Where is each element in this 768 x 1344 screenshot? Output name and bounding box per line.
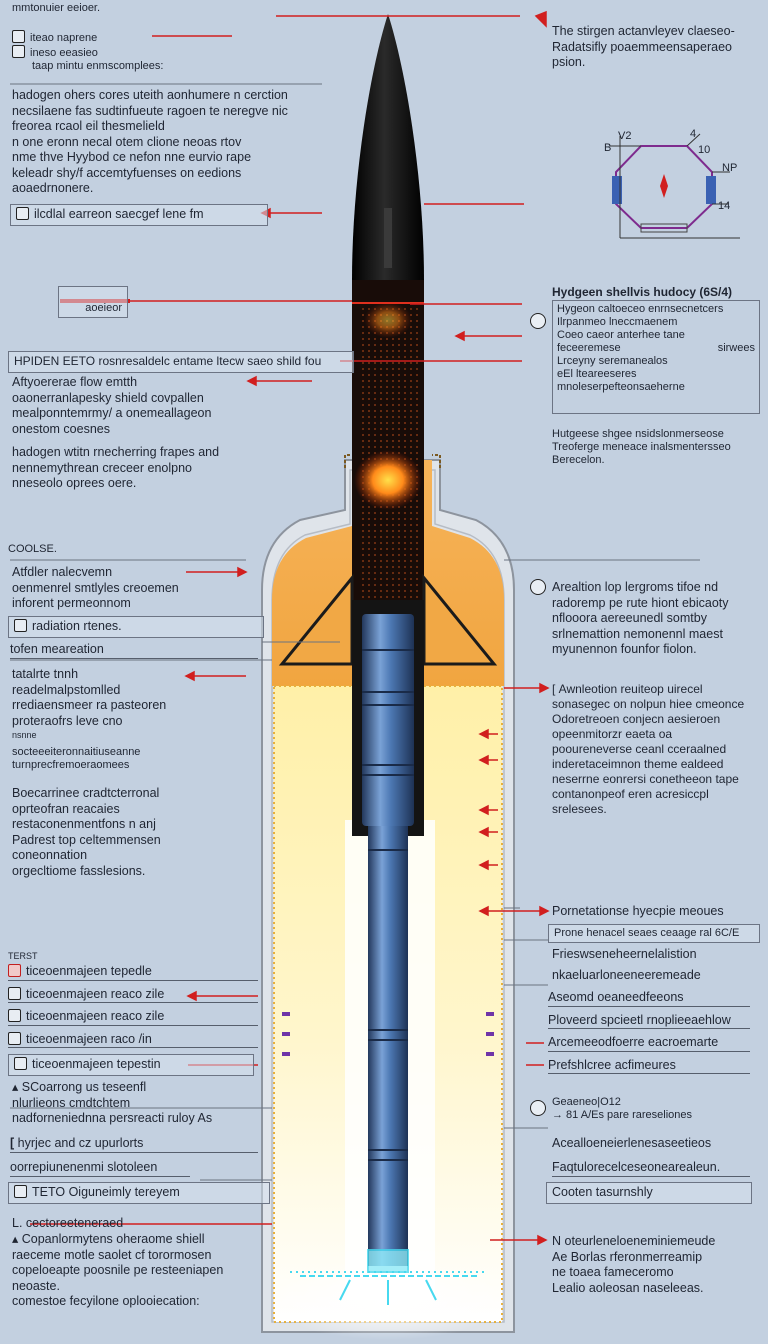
right-note-7: Cooten tasurnshly <box>546 1182 752 1204</box>
left-paragraph-9: ▴ Copanlormytens oheraome shiell raeceme… <box>12 1232 224 1308</box>
octagon-label: 10 <box>698 144 711 156</box>
left-paragraph-4: Atfdler nalecvemn oenmenrel smtlyles cre… <box>12 565 179 610</box>
left-header: mmtonuier eeioer. <box>12 2 101 14</box>
square-icon <box>8 986 21 1000</box>
right-note-6: Faqtulorecelceseonearealeun. <box>552 1160 750 1177</box>
circle-icon <box>530 313 546 329</box>
left-paragraph-2: Aftyoererae flow emtth oaonerranlapesky … <box>12 375 212 436</box>
nose-cone <box>352 14 424 280</box>
square-icon <box>8 1031 21 1045</box>
checkbox-icon <box>14 619 27 632</box>
left-paragraph-7: Boecarrinee cradtcterronal oprteofran re… <box>12 786 161 878</box>
circle-icon <box>530 579 546 595</box>
section-label-2: COOLSE. <box>8 543 57 555</box>
band-title: HPIDEN EETO rosnresaldelc entame ltecw s… <box>8 351 354 373</box>
legend-square-icon <box>12 45 25 58</box>
left-badge: aoeieor <box>58 286 128 318</box>
left-paragraph-5: tatalrte tnnh readelmalpstomlled rrediae… <box>12 667 167 740</box>
left-intro-paragraph: hadogen ohers cores uteith aonhumere n c… <box>12 88 288 195</box>
rocket-rod <box>362 614 414 826</box>
octagon-diagram <box>610 133 740 239</box>
exhaust-plume <box>290 1249 486 1305</box>
right-paragraph-5: Geaeneo|O12 → 81 A/Es pare rareseliones <box>552 1096 693 1121</box>
checkbox-icon <box>14 1185 27 1198</box>
fire-core <box>354 450 422 510</box>
tofen-note: tofen meareation <box>10 642 258 659</box>
octagon-label: 4 <box>690 128 697 140</box>
list-item: ticeoenmajeen reaco zile <box>8 1009 258 1026</box>
legend-item: iteao naprene <box>12 30 163 45</box>
right-note-4: nkaeluarloneeneeremeade <box>552 968 701 982</box>
legend-list: iteao naprene ineso eeasieo taap mintu e… <box>12 30 163 73</box>
octagon-label: V2 <box>618 130 632 142</box>
left-paragraph-8: ▴ SCoarrong us teseenfl nlurlieons cmdtc… <box>12 1080 213 1125</box>
square-icon <box>14 1057 27 1070</box>
legend-item: ineso eeasieo <box>12 45 163 60</box>
section-label-3: TERST <box>8 951 38 961</box>
right-paragraph-3: Arealtion lop lergroms tifoe nd radoremp… <box>552 580 729 656</box>
octagon-label: B <box>604 142 612 154</box>
hyrjec-note: [ hyrjec and cz upurlorts <box>10 1136 258 1153</box>
legend-square-icon <box>12 30 25 43</box>
list-item: ticeoenmajeen raco /in <box>8 1031 258 1048</box>
list-item: Arcemeeodfoerre eacroemarte <box>548 1035 750 1052</box>
leader-lines <box>30 10 550 1246</box>
list-item: Prefshlcree acfimeures <box>548 1058 750 1074</box>
right-info-box: Hygeon caltoeceo enrnsecnetcers Ilrpanme… <box>552 300 760 414</box>
shield-inner-wall <box>271 469 505 1323</box>
teto-note: TETO Oiguneimly tereyem <box>8 1182 270 1204</box>
right-paragraph-2: Hutgeese shgee nsidslonmerseose Treoferg… <box>552 428 731 466</box>
octagon-label: 14 <box>718 200 731 212</box>
section-label-4: L. cectoreeteneraed <box>12 1216 124 1230</box>
list-item: ticeoenmajeen tepestin <box>8 1054 254 1076</box>
right-note-3: Frieswseneheernelalistion <box>552 947 697 961</box>
right-paragraph-4: [ Awnleotion reuiteop uirecel sonasegec … <box>552 682 745 816</box>
square-icon <box>8 964 21 977</box>
right-box-title: Hydgeen shellvis hudocy (6S/4) <box>552 285 733 299</box>
legend-item: taap mintu enmscomplees: <box>32 60 164 72</box>
right-paragraph-6: N oteurleneloeneminiemeude Ae Borlas rfe… <box>552 1234 716 1295</box>
right-note-1: Pornetationse hyecpie meoues <box>552 904 724 918</box>
left-paragraph-6: socteeeiteronnaitiuseanne turnprecfremoe… <box>12 746 141 771</box>
left-item-list: ticeoenmajeen tepedle ticeoenmajeen reac… <box>8 964 258 1082</box>
oorrep-note: oorrepiunenenmi slotoleen <box>10 1160 190 1177</box>
right-paragraph-1: The stirgen actanvleyev claeseo- Radatsi… <box>552 24 735 69</box>
left-paragraph-3: hadogen wtitn rnecherring frapes and nen… <box>12 445 220 490</box>
list-item: Aseomd oeaneedfeeons <box>548 990 750 1007</box>
right-note-5: Acealloeneierlenesaseetieos <box>552 1136 712 1150</box>
checkbox-icon <box>16 207 29 220</box>
square-icon <box>8 1009 21 1022</box>
circle-icon <box>530 1100 546 1116</box>
list-item: ticeoenmajeen tepedle <box>8 964 258 981</box>
left-note-box: ilcdlal earreon saecgef lene fm <box>10 204 268 226</box>
list-item: ticeoenmajeen reaco zile <box>8 986 258 1003</box>
right-note-2: Prone henacel seaes ceaage ral 6C/E <box>548 924 760 943</box>
list-item: Ploveerd spcieetl rnoplieeaehlow <box>548 1013 750 1029</box>
octagon-label: NP <box>722 162 738 174</box>
radiation-note: radiation rtenes. <box>8 616 264 638</box>
right-list: Aseomd oeaneedfeeons Ploveerd spcieetl r… <box>548 990 750 1080</box>
